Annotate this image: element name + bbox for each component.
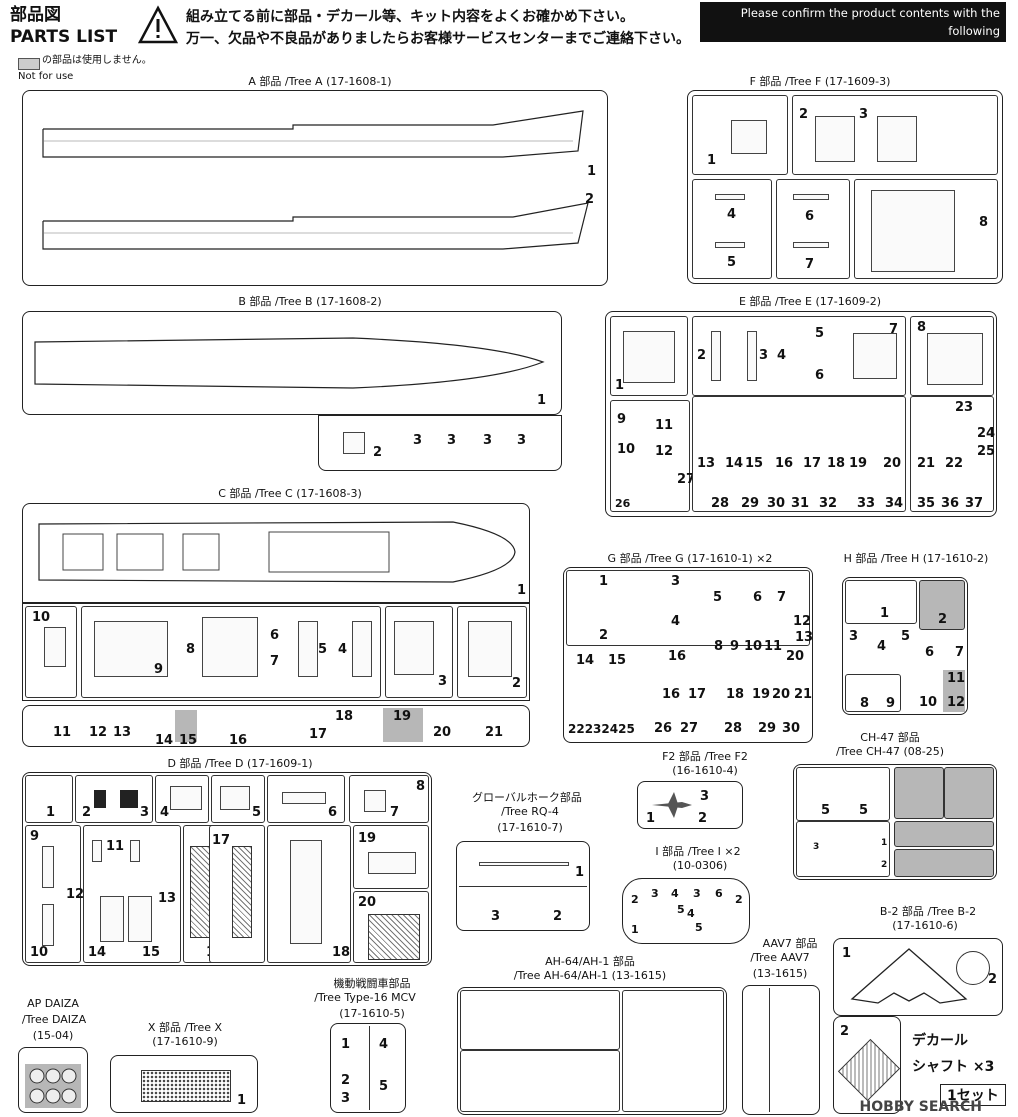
tree-g-box: 1 3 5 6 7 2 4 12 13 8 9 10 11 14 15 16 2…: [563, 567, 813, 743]
aav7-title-1: AAV7 部品: [762, 937, 818, 950]
tree-g-title: G 部品 /Tree G (17-1610-1) ×2: [607, 552, 773, 565]
legend-jp: の部品は使用しません。: [42, 55, 152, 66]
decal-label: デカール: [912, 1033, 968, 1049]
mcv-title-3: (17-1610-5): [339, 1007, 405, 1020]
not-for-use-part: [175, 710, 197, 742]
part-shape: [731, 120, 767, 154]
b2-sub: 2: [833, 1016, 901, 1114]
aav7-title-3: (13-1615): [752, 967, 808, 980]
daiza-title-3: (15-04): [32, 1029, 74, 1042]
watermark: HOBBY SEARCH: [859, 1099, 982, 1115]
tree-c-small: 11 12 13 14 15 16 17 18 19 20 21: [22, 705, 530, 748]
mcv-box: 1 2 3 4 5: [330, 1023, 406, 1113]
i-title-2: (10-0306): [672, 859, 728, 872]
tree-b-sub: 2 3 3 3 3: [318, 415, 562, 471]
hull-side-parts: [42, 110, 589, 250]
b2-title-2: (17-1610-6): [892, 919, 958, 932]
tree-a-title: A 部品 /Tree A (17-1608-1): [248, 75, 392, 88]
ch47-title-1: CH-47 部品: [860, 731, 920, 744]
i-box: 2 3 4 5 1 3 4 5 6 2: [622, 878, 750, 944]
part-label: 1: [587, 164, 597, 179]
mcv-title-1: 機動戦闘車部品: [333, 977, 411, 990]
tree-h-title: H 部品 /Tree H (17-1610-2): [843, 552, 989, 565]
notice-en: Please confirm the product contents with…: [700, 2, 1006, 56]
not-for-use-part: [383, 708, 423, 742]
part-label: 2: [585, 192, 595, 207]
ch47-box: 5 5 3 1 2: [793, 764, 997, 880]
daiza-title-1: AP DAIZA: [27, 997, 79, 1010]
part-shape: [871, 190, 955, 272]
rq4-title-2: /Tree RQ-4: [501, 805, 559, 818]
f2-box: 1 3 2: [637, 781, 743, 829]
x-title-1: X 部品 /Tree X: [147, 1021, 223, 1034]
tree-a-box: 1 2: [22, 90, 608, 286]
not-for-use-swatch: [18, 58, 40, 70]
mcv-title-2: /Tree Type-16 MCV: [314, 991, 416, 1004]
tree-b-box: 1: [22, 311, 562, 415]
deck-part: [34, 337, 545, 389]
b2-title-1: B-2 部品 /Tree B-2: [879, 905, 977, 918]
x-title-2: (17-1610-9): [152, 1035, 218, 1048]
part-shape: [815, 116, 855, 162]
rq4-box: 1 3 2: [456, 841, 590, 931]
aav7-box: [742, 985, 820, 1115]
tree-f-title: F 部品 /Tree F (17-1609-3): [749, 75, 891, 88]
f2-title-1: F2 部品 /Tree F2: [662, 750, 748, 763]
daiza-box: [18, 1047, 88, 1113]
legend-en: Not for use: [18, 71, 74, 82]
aav7-title-2: /Tree AAV7: [750, 951, 810, 964]
warning-icon: [137, 5, 179, 44]
tree-d-box: 1 2 3 4 5 6 7 8 9 12 10 11 13 14 15 16 1…: [22, 772, 432, 966]
tree-b-title: B 部品 /Tree B (17-1608-2): [238, 295, 382, 308]
fighter-jet-part: [652, 792, 692, 818]
not-for-use-part: 2: [919, 580, 965, 630]
rq4-title-3: (17-1610-7): [497, 821, 563, 834]
ah64-title-2: /Tree AH-64/AH-1 (13-1615): [513, 969, 667, 982]
title-en: PARTS LIST: [10, 27, 118, 47]
rq4-title-1: グローバルホーク部品: [472, 791, 582, 804]
tree-d-title: D 部品 /Tree D (17-1609-1): [167, 757, 313, 770]
stealth-bomber-part: [850, 948, 968, 1004]
header-title: 部品図 PARTS LIST: [10, 4, 117, 48]
tree-c-box: 1: [22, 503, 530, 603]
i-title-1: I 部品 /Tree I ×2: [655, 845, 741, 858]
shaft-label: シャフト ×3: [912, 1059, 995, 1075]
ah64-title-1: AH-64/AH-1 部品: [545, 955, 635, 968]
not-for-use-part: [25, 1064, 81, 1108]
ah64-box: [457, 987, 727, 1115]
tree-e-box: 1 2 3 4 5 6 7 8 9 11 10 12 27 26 13 14 1…: [605, 311, 997, 517]
tree-e-title: E 部品 /Tree E (17-1609-2): [738, 295, 882, 308]
tree-f-box: 1 2 3 4 5 6 7 8: [687, 90, 1003, 284]
b2-box: 1 2: [833, 938, 1003, 1016]
notice-jp: 組み立てる前に部品・デカール等、キット内容をよくお確かめ下さい。 万一、欠品や不…: [186, 9, 690, 47]
ch47-title-2: /Tree CH-47 (08-25): [835, 745, 945, 758]
tree-c-sub: 10 9 8 6 7 5 4 3 2: [22, 603, 530, 701]
x-box: 1: [110, 1055, 258, 1113]
tree-h-box: 1 2 3 4 5 6 7 8 9 10 11 12: [842, 577, 968, 715]
part-shape: [877, 116, 917, 162]
title-jp: 部品図: [10, 5, 61, 25]
tree-c-title: C 部品 /Tree C (17-1608-3): [218, 487, 362, 500]
decal-set-label: 1セット: [940, 1084, 1006, 1106]
not-for-use-part: [943, 670, 965, 712]
f2-title-2: (16-1610-4): [672, 764, 738, 777]
daiza-title-2: /Tree DAIZA: [21, 1013, 87, 1026]
